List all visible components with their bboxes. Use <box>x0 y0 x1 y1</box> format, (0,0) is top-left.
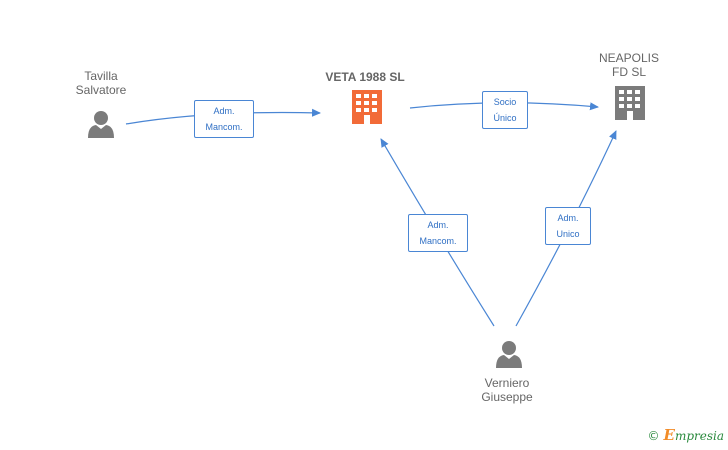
brand-watermark: ©Empresia <box>648 426 725 444</box>
node-label-neapolis: NEAPOLIS FD SL <box>598 51 660 79</box>
building-icon[interactable] <box>352 90 382 124</box>
node-label-verniero: Verniero Giuseppe <box>481 376 533 404</box>
edge-label-veta-neapolis: Socio Único <box>482 91 528 129</box>
node-label-tavilla: Tavilla Salvatore <box>75 69 127 97</box>
building-icon[interactable] <box>615 86 645 120</box>
node-label-veta: VETA 1988 SL <box>325 70 405 84</box>
edge-label-tavilla-veta: Adm. Mancom. <box>194 100 254 138</box>
copyright-icon: © <box>647 429 660 443</box>
person-icon[interactable] <box>496 341 522 368</box>
brand-name: mpresia <box>674 429 724 443</box>
edge-label-verniero-veta: Adm. Mancom. <box>408 214 468 252</box>
brand-logo-letter: E <box>663 426 675 444</box>
person-icon[interactable] <box>88 111 114 138</box>
edge-label-verniero-neapolis: Adm. Unico <box>545 207 591 245</box>
